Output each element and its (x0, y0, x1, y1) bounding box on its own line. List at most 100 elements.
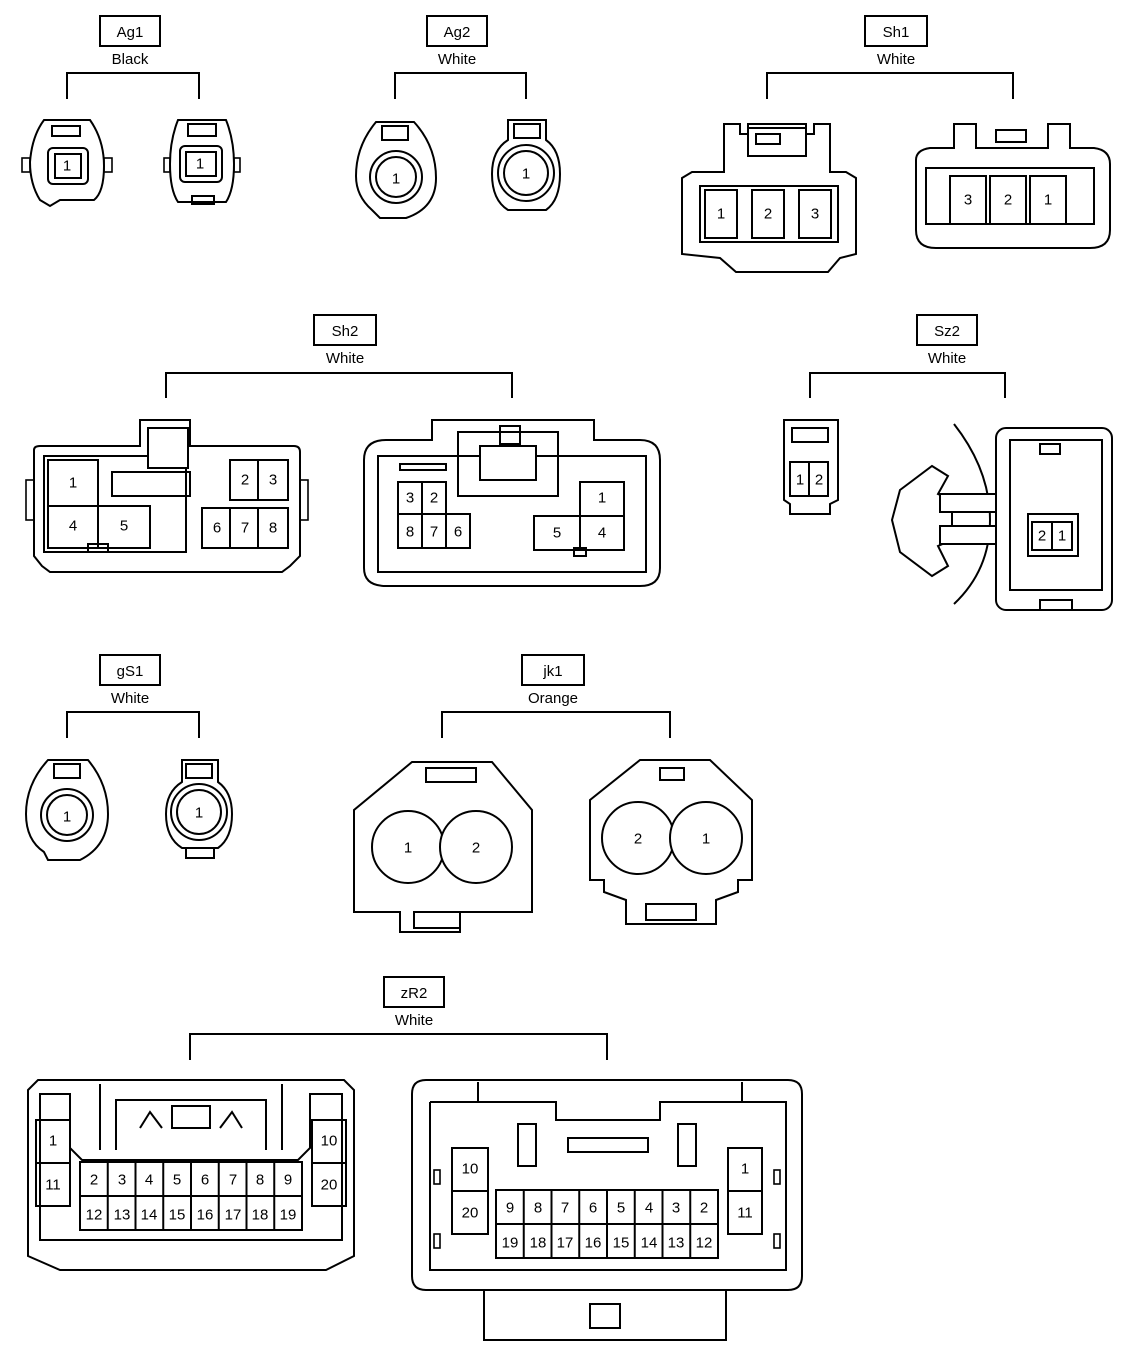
connector-view-left: 1 (21, 119, 113, 208)
pin-label: 1 (702, 831, 710, 848)
connector-bracket (66, 711, 200, 738)
pin-label: 18 (252, 1207, 269, 1224)
connector-id-box (313, 314, 377, 346)
pin-label: 1 (522, 166, 530, 183)
pin-label: 5 (173, 1172, 181, 1189)
connector-bracket (766, 72, 1014, 99)
pin-label: 17 (557, 1235, 574, 1252)
pin-label: 1 (1058, 528, 1066, 545)
pin-label: 7 (241, 520, 249, 537)
connector-view-right: 1 (163, 119, 241, 205)
pin-label: 5 (553, 525, 561, 542)
pin-label: 8 (269, 520, 277, 537)
pin-label: 16 (585, 1235, 602, 1252)
pin-label: 14 (641, 1235, 658, 1252)
pin-label: 10 (321, 1133, 338, 1150)
connector-view-left: 1 2 (783, 419, 839, 515)
pin-label: 3 (811, 206, 819, 223)
pin-label: 6 (589, 1200, 597, 1217)
pin-label: 6 (213, 520, 221, 537)
pin-label: 15 (613, 1235, 630, 1252)
pin-label: 13 (114, 1207, 131, 1224)
pin-label: 8 (534, 1200, 542, 1217)
pin-label: 12 (696, 1235, 713, 1252)
pin-label: 1 (598, 490, 606, 507)
pin-label: 5 (120, 518, 128, 535)
pin-label: 11 (737, 1205, 753, 1222)
connector-color: White (111, 690, 149, 707)
pin-label: 8 (256, 1172, 264, 1189)
pin-label: 3 (672, 1200, 680, 1217)
pin-label: 1 (63, 809, 71, 826)
connector-id: Sz2 (934, 323, 960, 340)
pin-label: 8 (406, 524, 414, 541)
pin-label: 10 (462, 1161, 479, 1178)
connector-bracket (165, 372, 513, 398)
connector-view-right: 3 2 1 (915, 123, 1111, 249)
pin-label: 2 (700, 1200, 708, 1217)
pin-label: 4 (69, 518, 77, 535)
connector-color: White (438, 51, 476, 68)
pin-label: 2 (634, 831, 642, 848)
pin-label: 18 (530, 1235, 547, 1252)
connector-bracket (394, 72, 527, 99)
connector-id: Sh2 (332, 323, 359, 340)
pin-label: 7 (561, 1200, 569, 1217)
connector-id: gS1 (117, 663, 144, 680)
connector-id: Ag1 (117, 24, 144, 41)
connector-ag2: Ag2 White 1 1 (354, 15, 562, 219)
connector-id-box (426, 15, 488, 47)
connector-view-left: 1 2 3 4 5 6 7 8 (25, 419, 309, 573)
pin-label: 3 (406, 490, 414, 507)
pin-label: 20 (462, 1205, 479, 1222)
connector-view-left: 1 2 3 (681, 123, 857, 273)
connector-sz2: Sz2 White 1 2 2 1 (783, 314, 1113, 611)
connector-color: Black (112, 51, 149, 68)
pin-label: 1 (195, 805, 203, 822)
pin-label: 1 (717, 206, 725, 223)
connector-id: jk1 (542, 663, 562, 680)
connector-view-right: 2 1 (589, 759, 753, 925)
pin-label: 3 (118, 1172, 126, 1189)
pin-label: 16 (197, 1207, 214, 1224)
connector-view-left: 1 (24, 759, 110, 861)
connector-sh2: Sh2 White 1 2 3 4 5 6 7 8 (25, 314, 661, 587)
connector-sh1: Sh1 White 1 2 3 3 2 1 (681, 15, 1111, 273)
connector-ag1: Ag1 Black 1 1 (21, 15, 241, 208)
pin-label: 4 (598, 525, 606, 542)
pin-label: 2 (815, 472, 823, 489)
pin-label: 1 (49, 1133, 57, 1150)
pin-label: 2 (90, 1172, 98, 1189)
connector-view-right: 1 (490, 119, 562, 211)
connector-gs1: gS1 White 1 1 (24, 654, 234, 861)
connector-bracket (809, 372, 1006, 398)
connector-color: White (928, 350, 966, 367)
connector-id-box (99, 654, 161, 686)
connector-zr2: zR2 White 1 11 2 3 4 5 6 7 8 9 (27, 976, 803, 1341)
connector-id: Sh1 (883, 24, 910, 41)
pin-label: 1 (741, 1161, 749, 1178)
connector-color: White (326, 350, 364, 367)
connector-color: White (395, 1012, 433, 1029)
pin-label: 12 (86, 1207, 103, 1224)
connector-color: White (877, 51, 915, 68)
pin-label: 19 (280, 1207, 297, 1224)
connector-view-right: 1 (164, 759, 234, 859)
pin-label: 9 (284, 1172, 292, 1189)
connector-view-left: 1 (354, 121, 438, 219)
pin-label: 2 (1004, 192, 1012, 209)
pin-label: 4 (645, 1200, 653, 1217)
pin-label: 9 (506, 1200, 514, 1217)
pin-label: 4 (145, 1172, 153, 1189)
pin-label: 17 (225, 1207, 242, 1224)
pin-label: 7 (229, 1172, 237, 1189)
connector-view-left: 1 11 2 3 4 5 6 7 8 9 12 13 14 15 16 17 1… (27, 1079, 355, 1271)
pin-label: 15 (169, 1207, 186, 1224)
connector-id-box (521, 654, 585, 686)
pin-label: 2 (1038, 528, 1046, 545)
pin-label: 14 (141, 1207, 158, 1224)
pin-label: 1 (63, 158, 71, 175)
pin-label: 6 (201, 1172, 209, 1189)
pin-label: 19 (502, 1235, 519, 1252)
